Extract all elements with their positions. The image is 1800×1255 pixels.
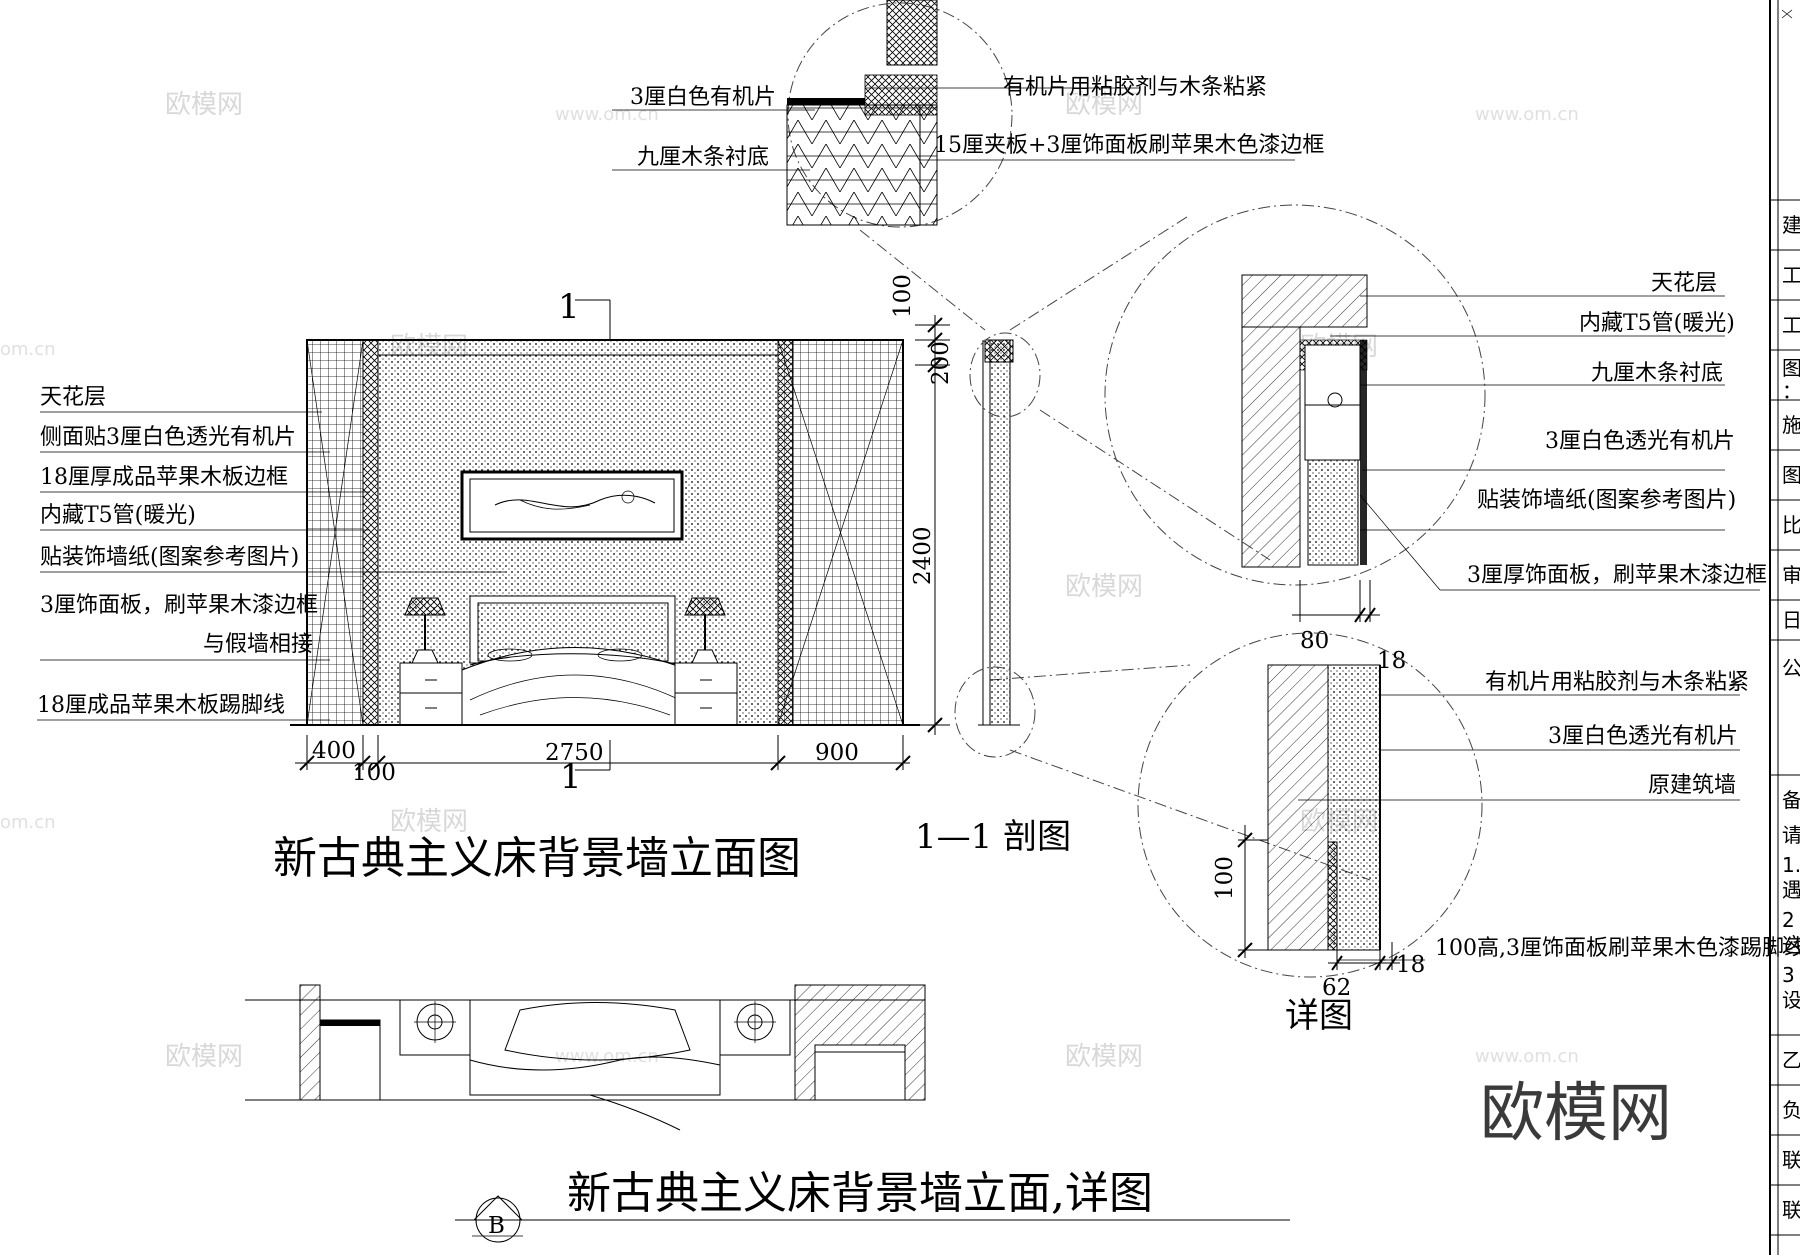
title-block-cell: 联 xyxy=(1782,1148,1800,1172)
elevation-label: 18厘厚成品苹果木板边框 xyxy=(40,465,288,490)
dim-label: 100 xyxy=(1212,856,1238,900)
section-title: 1—1 剖图 xyxy=(915,817,1071,857)
elevation-label: 内藏T5管(暖光) xyxy=(40,503,196,528)
title-block-cell: 审 xyxy=(1782,563,1800,587)
title-block-cell: 负 xyxy=(1782,1098,1800,1122)
title-block-cell: 设 xyxy=(1782,988,1800,1012)
elevation-label: 侧面贴3厘白色透光有机片 xyxy=(40,425,296,450)
title-block-cell: 1. xyxy=(1782,853,1800,877)
detail-label: 贴装饰墙纸(图案参考图片) xyxy=(1477,488,1736,513)
title-block-cell: 这 xyxy=(1782,933,1800,957)
title-block-cell: 日 xyxy=(1782,608,1800,632)
title-block-cell: 建 xyxy=(1782,213,1800,237)
dim-label: 2400 xyxy=(910,526,936,585)
plan-title-group: B 新古典主义床背景墙立面,详图 xyxy=(455,1168,1290,1243)
section-marker-bottom: 1 xyxy=(560,757,582,797)
watermark-brand: 欧模网 xyxy=(1065,1042,1143,1072)
detail-label: 100高,3厘饰面板刷苹果木色漆踢脚线 xyxy=(1435,936,1800,961)
detail-label: 九厘木条衬底 xyxy=(1591,361,1723,386)
watermark-url: www.om.cn xyxy=(555,104,659,125)
title-block-cell: 图 xyxy=(1782,463,1800,487)
section-marker-top: 1 xyxy=(558,287,580,327)
elevation-label: 天花层 xyxy=(40,385,106,410)
watermark-url: www.om.cn xyxy=(555,1046,659,1067)
watermark-url: om.cn xyxy=(0,812,56,833)
section-drawing: 1—1 剖图 xyxy=(915,332,1071,857)
elevation-label: 贴装饰墙纸(图案参考图片) xyxy=(40,545,299,570)
detail-top: 3厘白色有机片 九厘木条衬底 有机片用粘胶剂与木条粘紧 15厘夹板+3厘饰面板刷… xyxy=(612,0,1324,228)
title-block-cell: 乙 xyxy=(1782,1048,1800,1072)
title-block-cell: 3 xyxy=(1782,963,1795,987)
title-block-cell: 工 xyxy=(1782,313,1800,337)
dim-label: 100 xyxy=(352,760,396,786)
watermark-layer: 欧模网 欧模网 欧模网 欧模网 欧模网 欧模网 欧模网 欧模网 欧模网 www.… xyxy=(0,90,1579,1072)
dim-label: 100 xyxy=(890,274,916,318)
elevation-labels-left: 天花层 侧面贴3厘白色透光有机片 18厘厚成品苹果木板边框 内藏T5管(暖光) … xyxy=(37,385,505,721)
title-block-cell: 遇 xyxy=(1782,878,1800,902)
detail-top-label: 15厘夹板+3厘饰面板刷苹果木色漆边框 xyxy=(934,133,1324,158)
dim-label: 400 xyxy=(312,738,356,764)
detail-top-label: 有机片用粘胶剂与木条粘紧 xyxy=(1003,75,1267,100)
title-block-cell: 请 xyxy=(1782,823,1800,847)
elevation-title: 新古典主义床背景墙立面图 xyxy=(273,833,801,884)
brand-logo: 欧模网 xyxy=(1480,1077,1672,1151)
watermark-url: om.cn xyxy=(0,339,56,360)
dim-label: 18 xyxy=(1396,952,1425,978)
detail-top-label: 九厘木条衬底 xyxy=(637,145,769,170)
dim-label: 2750 xyxy=(545,740,604,766)
title-block-cell: 公 xyxy=(1782,656,1800,680)
elevation-label: 3厘饰面板，刷苹果木漆边框 xyxy=(40,593,318,618)
elevation-dims-bottom: 400 100 2750 900 xyxy=(295,735,911,786)
title-block-cell: ： xyxy=(1782,379,1800,403)
title-block-cell: 施 xyxy=(1782,413,1800,437)
detail-label: 内藏T5管(暖光) xyxy=(1579,311,1735,336)
watermark-brand: 欧模网 xyxy=(165,90,243,120)
title-block-cell: 联 xyxy=(1782,1198,1800,1222)
detail-right-upper: 天花层 内藏T5管(暖光) 九厘木条衬底 3厘白色透光有机片 贴装饰墙纸(图案参… xyxy=(1104,204,1767,674)
dim-label: 62 xyxy=(1322,975,1351,1001)
detail-label: 有机片用粘胶剂与木条粘紧 xyxy=(1485,670,1749,695)
detail-right-lower: 有机片用粘胶剂与木条粘紧 3厘白色透光有机片 原建筑墙 100 62 18 10… xyxy=(1137,632,1800,1036)
detail-label: 3厘白色透光有机片 xyxy=(1545,429,1735,454)
title-block-cell: 2 xyxy=(1782,908,1795,932)
watermark-brand: 欧模网 xyxy=(1065,90,1143,120)
section-symbol: B xyxy=(488,1213,505,1239)
watermark-brand: 欧模网 xyxy=(1065,572,1143,602)
dim-label: 900 xyxy=(815,740,859,766)
plan-title: 新古典主义床背景墙立面,详图 xyxy=(567,1168,1153,1219)
title-block: 建 工 工 图纟 ： 施 图 比 审 日 公 备 请 1. 遇 2 这 3 设 … xyxy=(1769,0,1800,1255)
title-block-cell: 备 xyxy=(1782,788,1800,812)
watermark-brand: 欧模网 xyxy=(390,807,468,837)
watermark-brand: 欧模网 xyxy=(165,1042,243,1072)
dim-label: 200 xyxy=(928,341,954,385)
detail-label: 3厘厚饰面板，刷苹果木漆边框 xyxy=(1467,563,1767,588)
detail-title: 详图 xyxy=(1285,996,1353,1036)
title-block-cell: 工 xyxy=(1782,263,1800,287)
detail-label: 原建筑墙 xyxy=(1648,773,1736,798)
elevation-label: 与假墙相接 xyxy=(203,632,313,657)
plan-drawing xyxy=(245,984,926,1131)
detail-label: 3厘白色透光有机片 xyxy=(1548,724,1738,749)
elevation-dims-right: 100 200 2400 xyxy=(890,274,954,735)
detail-label: 天花层 xyxy=(1651,271,1717,296)
dim-label: 18 xyxy=(1377,648,1406,674)
dim-label: 80 xyxy=(1300,628,1329,654)
watermark-url: www.om.cn xyxy=(1475,104,1579,125)
title-block-cell: 图纟 xyxy=(1782,356,1800,380)
detail-top-label: 3厘白色有机片 xyxy=(630,85,776,110)
elevation-label: 18厘成品苹果木板踢脚线 xyxy=(37,693,285,718)
title-block-cell: 比 xyxy=(1782,513,1800,537)
watermark-url: www.om.cn xyxy=(1475,1046,1579,1067)
elevation-drawing: 1 1 xyxy=(290,287,920,797)
